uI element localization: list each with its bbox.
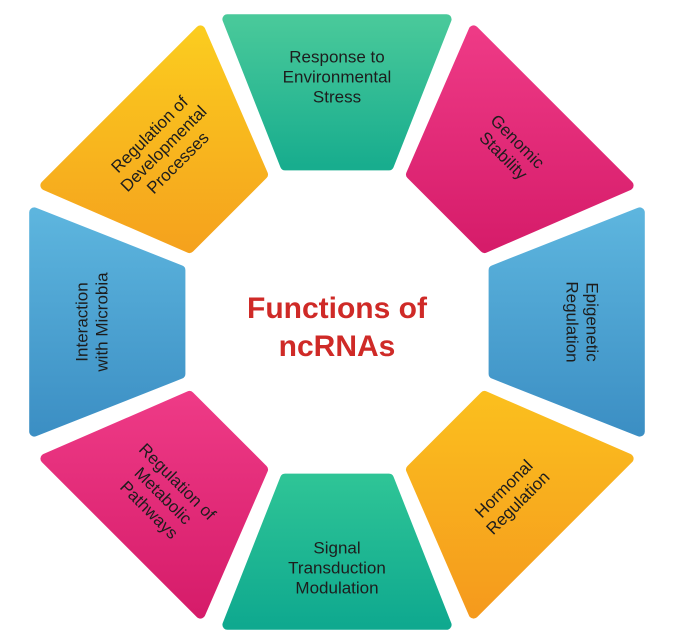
segment-shape xyxy=(222,14,452,171)
segment-shape xyxy=(488,207,645,437)
segment-label-line: Signal xyxy=(313,539,360,558)
segment-label-line: Interaction xyxy=(73,282,92,361)
segment-shape xyxy=(29,207,186,437)
segment-genomic-stability: GenomicStability xyxy=(406,25,634,253)
segment-shape xyxy=(40,391,268,619)
segment-label-line: Transduction xyxy=(288,559,386,578)
segment-shape xyxy=(40,25,268,253)
segment-label-line: Stress xyxy=(313,88,361,107)
segment-label: Interactionwith Microbia xyxy=(73,272,112,373)
segment-label-line: Regulation xyxy=(563,281,582,362)
segment-interaction-with-microbia: Interactionwith Microbia xyxy=(29,207,186,437)
segment-regulation-of-metabolic-pathways: Regulation ofMetabolicPathways xyxy=(40,391,268,619)
segment-label-line: Response to xyxy=(289,48,384,67)
segment-shape xyxy=(222,473,452,630)
segment-label-line: Epigenetic xyxy=(583,282,602,362)
segment-label: Regulation ofDevelopmentalProcesses xyxy=(103,88,225,210)
segment-label-line: with Microbia xyxy=(93,272,112,373)
segment-shape xyxy=(406,25,634,253)
segment-label-line: Environmental xyxy=(283,68,392,87)
center-title-line-1: Functions of xyxy=(247,292,428,325)
center-title-line-2: ncRNAs xyxy=(279,330,396,363)
segment-shape xyxy=(406,391,634,619)
segment-regulation-of-developmental-processes: Regulation ofDevelopmentalProcesses xyxy=(40,25,268,253)
center-title-group: Functions of ncRNAs xyxy=(247,292,428,363)
segment-epigenetic-regulation: EpigeneticRegulation xyxy=(488,207,645,437)
segment-hormonal-regulation: HormonalRegulation xyxy=(406,391,634,619)
segment-label-line: Modulation xyxy=(295,579,378,598)
segment-label: EpigeneticRegulation xyxy=(563,281,602,362)
